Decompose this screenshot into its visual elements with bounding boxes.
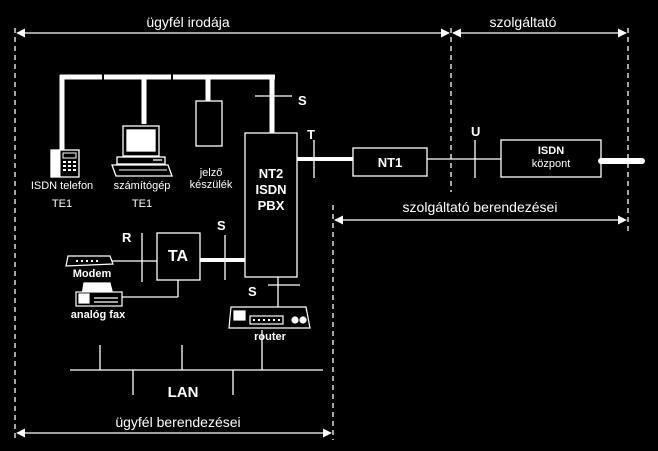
- ref-point-t: T: [307, 127, 315, 142]
- device-boxes: [156, 100, 602, 281]
- customer-office-header: ügyfél irodája: [146, 14, 230, 30]
- isdn-phone-label: ISDN telefon: [30, 180, 94, 192]
- provider-header: szolgáltató: [489, 14, 557, 30]
- nt1-box: [352, 147, 428, 177]
- ref-point-s-ta: S: [217, 218, 226, 233]
- ta-label: TA: [167, 248, 189, 265]
- isdn-exchange-box: [500, 139, 602, 178]
- ref-point-u: U: [471, 124, 481, 139]
- provider-equipment-label: szolgáltató berendezései: [402, 199, 558, 215]
- alarm-device-label-line2: készülék: [189, 179, 233, 191]
- lan-label: LAN: [167, 384, 199, 401]
- ref-point-s-router: S: [248, 284, 257, 299]
- nt1-label: NT1: [377, 155, 403, 170]
- nt2-isdn-label: ISDN: [255, 182, 287, 197]
- span-arrows: [16, 28, 627, 438]
- region-separators: [14, 28, 629, 440]
- computer-icon: [111, 125, 173, 177]
- nt2-pbx-label: PBX: [257, 198, 285, 213]
- ref-point-s-bus: S: [298, 93, 307, 108]
- analog-fax-icon: [75, 282, 123, 307]
- exchange-label-line1: ISDN: [537, 145, 565, 157]
- computer-label: számítógép: [113, 180, 171, 192]
- alarm-device-box: [195, 100, 223, 147]
- exchange-label-line2: központ: [531, 158, 571, 170]
- alarm-device-label-line1: jelző: [199, 167, 223, 179]
- modem-icon: [65, 255, 114, 267]
- router-label: router: [254, 331, 286, 343]
- nt2-pbx-box: [244, 132, 298, 278]
- isdn-telephone-icon: [50, 149, 80, 178]
- isdn-phone-type-label: TE1: [51, 198, 73, 210]
- s-bus: [59, 74, 275, 150]
- fax-label: analóg fax: [70, 309, 126, 321]
- s-bus-gaps: [102, 73, 173, 81]
- connections: [70, 157, 645, 395]
- modem-label: Modem: [72, 268, 112, 280]
- ta-box: [156, 232, 201, 281]
- ref-point-r: R: [122, 230, 132, 245]
- computer-type-label: TE1: [131, 198, 153, 210]
- router-icon: [228, 306, 311, 329]
- customer-equipment-label: ügyfél berendezései: [115, 414, 241, 430]
- nt2-label: NT2: [258, 166, 284, 181]
